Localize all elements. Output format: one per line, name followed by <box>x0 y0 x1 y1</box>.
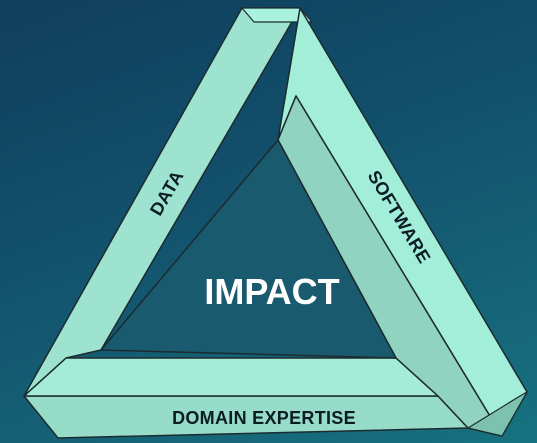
side-label-domain-expertise: DOMAIN EXPERTISE <box>172 408 356 428</box>
bottom-bar-top-face <box>23 357 439 397</box>
center-label-impact: IMPACT <box>204 271 339 312</box>
left-bar-top-cap <box>241 7 313 23</box>
inner-triangle-hole <box>100 139 397 359</box>
right-bar-end-cap <box>467 391 528 437</box>
left-bar-face <box>23 7 301 397</box>
